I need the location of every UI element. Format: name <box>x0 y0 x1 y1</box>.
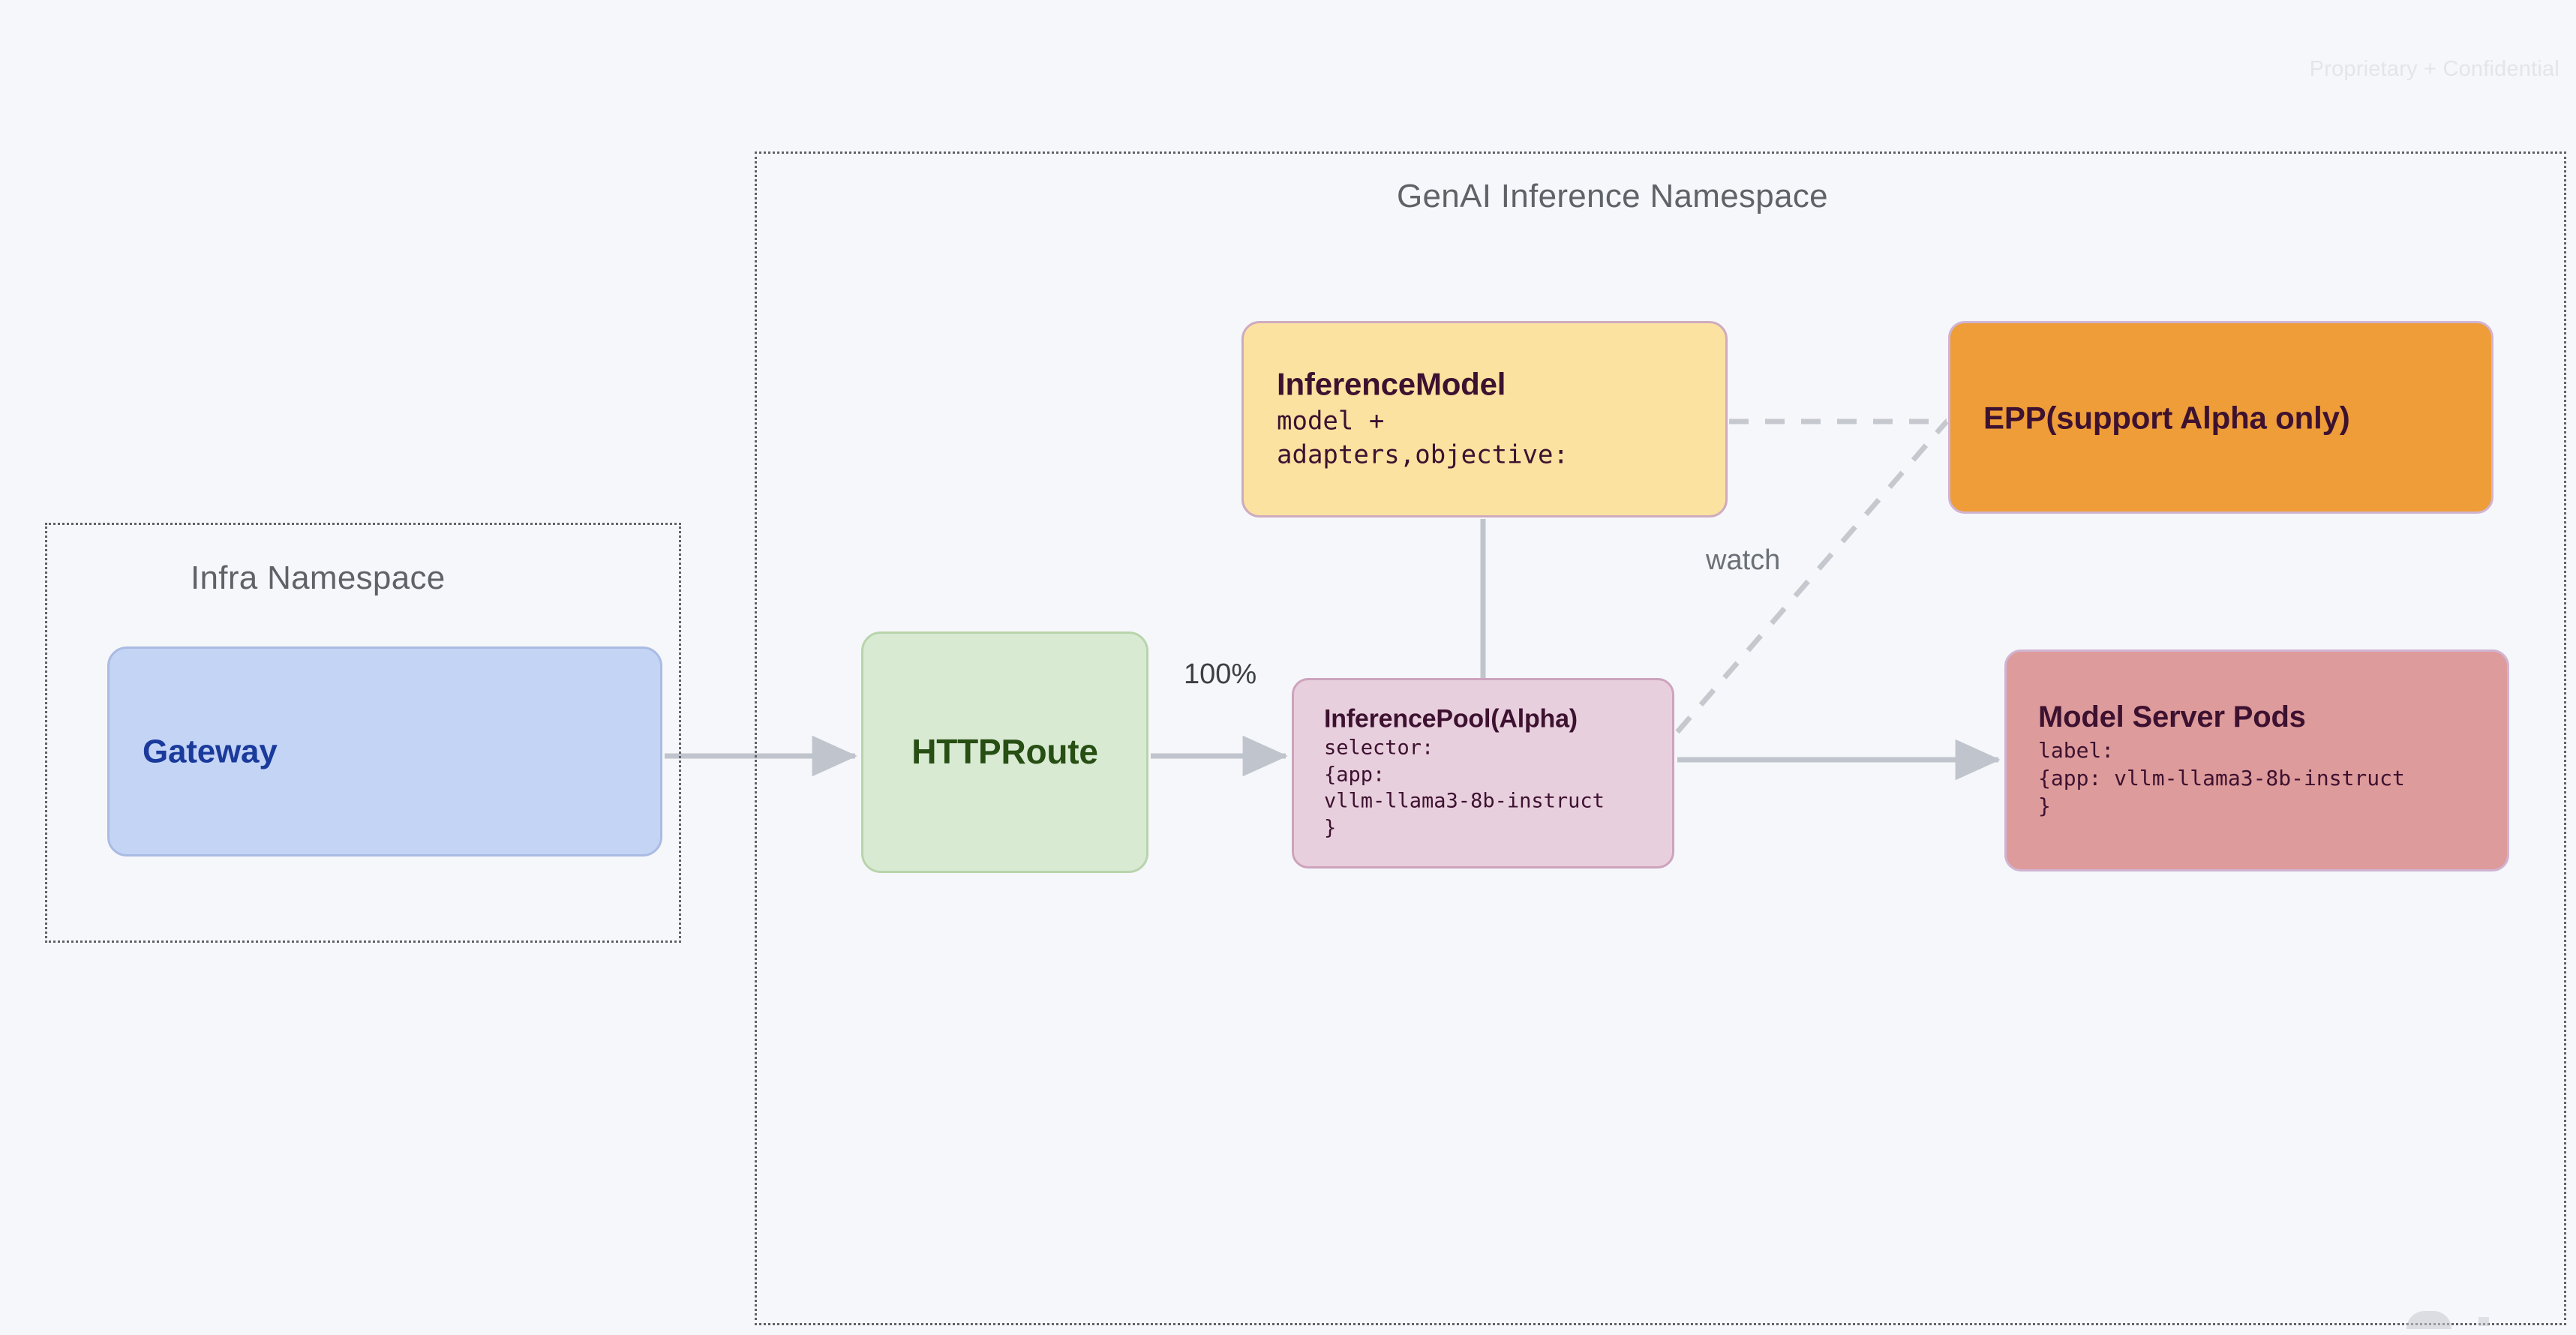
namespace-infra <box>45 523 681 943</box>
node-inference-model-content: InferenceModel model + adapters,objectiv… <box>1277 367 1707 472</box>
node-epp-title: EPP(support Alpha only) <box>1983 399 2350 435</box>
node-model-server-pods-detail: label: {app: vllm-llama3-8b-instruct } <box>2038 737 2405 818</box>
edge-label-traffic-weight: 100% <box>1184 658 1257 690</box>
node-gateway-content: Gateway <box>143 733 642 770</box>
node-epp-content: EPP(support Alpha only) <box>1983 400 2473 435</box>
namespace-genai-inference <box>755 152 2566 1329</box>
corner-mark-icon <box>2406 1311 2451 1329</box>
node-gateway[interactable]: Gateway <box>107 646 662 856</box>
corner-mark-secondary-icon <box>2478 1317 2489 1326</box>
node-httproute[interactable]: HTTPRoute <box>861 632 1148 873</box>
node-httproute-title: HTTPRoute <box>911 732 1098 772</box>
namespace-genai-title: GenAI Inference Namespace <box>1397 178 1828 214</box>
node-inference-pool-title: InferencePool(Alpha) <box>1324 704 1578 734</box>
node-model-server-pods[interactable]: Model Server Pods label: {app: vllm-llam… <box>2004 650 2509 872</box>
node-inference-model-title: InferenceModel <box>1277 366 1506 402</box>
node-inference-model[interactable]: InferenceModel model + adapters,objectiv… <box>1241 321 1728 518</box>
node-epp[interactable]: EPP(support Alpha only) <box>1948 321 2493 514</box>
namespace-infra-title: Infra Namespace <box>191 560 446 596</box>
node-inference-model-detail: model + adapters,objective: <box>1277 406 1569 470</box>
node-inference-pool[interactable]: InferencePool(Alpha) selector: {app: vll… <box>1292 678 1674 868</box>
node-inference-pool-detail: selector: {app: vllm-llama3-8b-instruct … <box>1324 736 1605 840</box>
node-inference-pool-content: InferencePool(Alpha) selector: {app: vll… <box>1324 705 1654 842</box>
edge-label-watch: watch <box>1706 544 1781 576</box>
confidential-notice: Proprietary + Confidential <box>2309 57 2559 81</box>
node-model-server-pods-title: Model Server Pods <box>2038 700 2306 734</box>
node-model-server-pods-content: Model Server Pods label: {app: vllm-llam… <box>2038 700 2489 820</box>
node-gateway-title: Gateway <box>143 733 278 770</box>
node-httproute-content: HTTPRoute <box>863 733 1146 772</box>
